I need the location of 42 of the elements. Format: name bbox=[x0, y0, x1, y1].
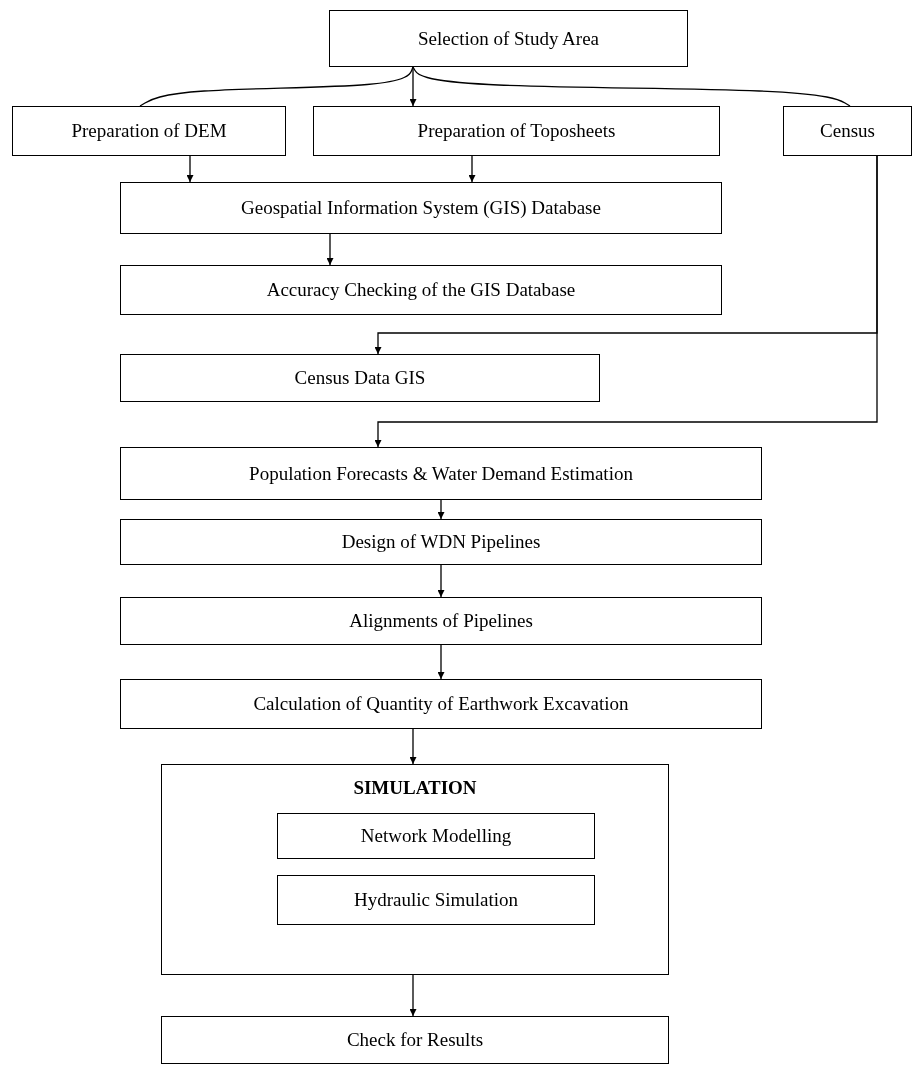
box-label: Check for Results bbox=[346, 1029, 484, 1051]
group-box bbox=[161, 764, 669, 975]
process-box bbox=[277, 875, 595, 925]
arrow bbox=[186, 155, 194, 183]
connector-line bbox=[139, 66, 414, 107]
process-box bbox=[783, 106, 912, 156]
arrow bbox=[409, 66, 417, 107]
process-box bbox=[313, 106, 720, 156]
box-label: Hydraulic Simulation bbox=[353, 889, 519, 911]
process-box bbox=[120, 182, 722, 234]
box-label: Census bbox=[820, 120, 875, 142]
arrow bbox=[437, 499, 445, 520]
connector-line bbox=[412, 66, 851, 107]
arrow bbox=[326, 233, 334, 266]
box-label: Network Modelling bbox=[360, 825, 512, 847]
arrow bbox=[468, 155, 476, 183]
box-label: Preparation of Toposheets bbox=[417, 120, 616, 142]
arrow bbox=[374, 155, 878, 448]
box-label: Census Data GIS bbox=[294, 367, 426, 389]
arrow bbox=[437, 564, 445, 598]
group-heading: SIMULATION bbox=[352, 777, 478, 799]
process-box bbox=[161, 1016, 669, 1064]
box-label: Calculation of Quantity of Earthwork Excavation bbox=[253, 693, 629, 715]
arrow bbox=[409, 728, 417, 765]
box-label: Selection of Study Area bbox=[418, 27, 599, 50]
process-box bbox=[120, 597, 762, 645]
process-box bbox=[12, 106, 286, 156]
box-label: Population Forecasts & Water Demand Estimation bbox=[249, 462, 633, 485]
box-label: Design of WDN Pipelines bbox=[341, 531, 541, 553]
process-box bbox=[277, 813, 595, 859]
box-label: Alignments of Pipelines bbox=[349, 610, 533, 632]
process-box bbox=[120, 679, 762, 729]
box-label: Accuracy Checking of the GIS Database bbox=[266, 279, 576, 301]
process-box bbox=[329, 10, 688, 67]
arrow bbox=[437, 644, 445, 680]
arrow bbox=[409, 974, 417, 1017]
process-box bbox=[120, 519, 762, 565]
process-box bbox=[120, 447, 762, 500]
process-box bbox=[120, 265, 722, 315]
box-label: Preparation of DEM bbox=[71, 120, 227, 142]
box-label: Geospatial Information System (GIS) Database bbox=[241, 197, 601, 219]
process-box bbox=[120, 354, 600, 402]
